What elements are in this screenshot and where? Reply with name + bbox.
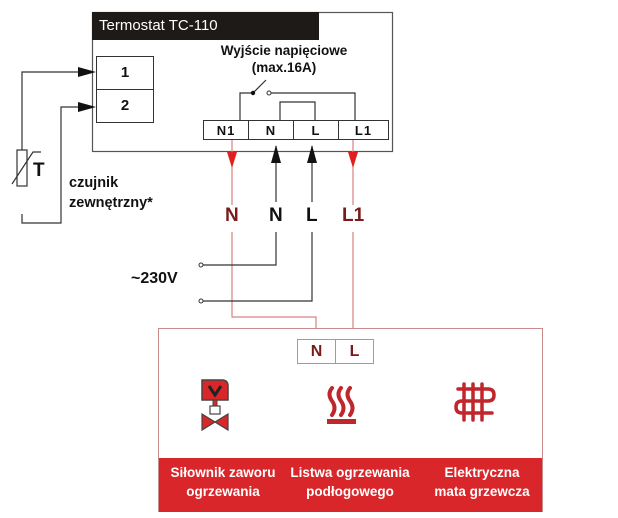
mat-label-line2: mata grzewcza xyxy=(434,484,530,499)
heating-mat-icon xyxy=(454,382,496,422)
supply-terminal-l xyxy=(198,298,204,304)
sensor-terminal-1: 1 xyxy=(96,56,154,90)
valve-label-line1: Siłownik zaworu xyxy=(170,465,276,480)
arrow-down-n1 xyxy=(227,152,237,168)
terminal-n: N xyxy=(248,120,294,140)
wire-label-n-in: N xyxy=(269,205,283,226)
arrow-down-l1 xyxy=(348,152,358,168)
supply-terminal-n xyxy=(198,262,204,268)
switch-contact-open xyxy=(266,90,272,96)
terminal-l: L xyxy=(293,120,339,140)
output-label-line1: Wyjście napięciowe xyxy=(220,43,348,58)
sensor-wires xyxy=(21,71,84,224)
valve-actuator-icon xyxy=(201,379,229,432)
device-label-strip: Listwa ogrzewania podłogowego xyxy=(279,463,421,501)
sensor-label-line1: czujnik xyxy=(69,175,119,191)
device-terminal-n: N xyxy=(297,339,336,364)
sensor-arrow-2 xyxy=(78,102,96,112)
strip-label-line2: podłogowego xyxy=(306,484,394,499)
sensor-arrow-1 xyxy=(78,67,96,77)
device-label-mat: Elektryczna mata grzewcza xyxy=(421,463,543,501)
switch-contact-closed xyxy=(250,90,256,96)
arrow-up-l xyxy=(307,145,317,163)
terminal-n1: N1 xyxy=(203,120,249,140)
external-sensor-label: czujnik zewnętrzny* xyxy=(69,173,153,213)
thermostat-header xyxy=(92,12,319,40)
thermistor-symbol: T xyxy=(33,160,45,181)
sensor-label-line2: zewnętrzny* xyxy=(69,195,153,211)
heating-strip-icon xyxy=(327,386,356,424)
wire-label-n-out: N xyxy=(225,205,239,226)
device-label-bar xyxy=(159,458,542,512)
output-wires xyxy=(203,140,354,339)
wire-label-l-in: L xyxy=(306,205,318,226)
voltage-output-label: Wyjście napięciowe (max.16A) xyxy=(199,42,369,76)
mat-label-line1: Elektryczna xyxy=(444,465,520,480)
terminal-l1: L1 xyxy=(338,120,389,140)
output-label-line2: (max.16A) xyxy=(251,60,317,75)
relay-switch xyxy=(239,79,356,120)
sensor-terminal-2: 2 xyxy=(96,89,154,123)
valve-label-line2: ogrzewania xyxy=(186,484,260,499)
device-terminal-l: L xyxy=(335,339,374,364)
device-label-valve: Siłownik zaworu ogrzewania xyxy=(158,463,288,501)
thermostat-title: Termostat TC-110 xyxy=(99,17,218,34)
wire-label-l1-out: L1 xyxy=(342,205,365,226)
strip-label-line1: Listwa ogrzewania xyxy=(290,465,410,480)
supply-voltage-label: ~230V xyxy=(131,270,178,287)
arrow-up-n xyxy=(271,145,281,163)
